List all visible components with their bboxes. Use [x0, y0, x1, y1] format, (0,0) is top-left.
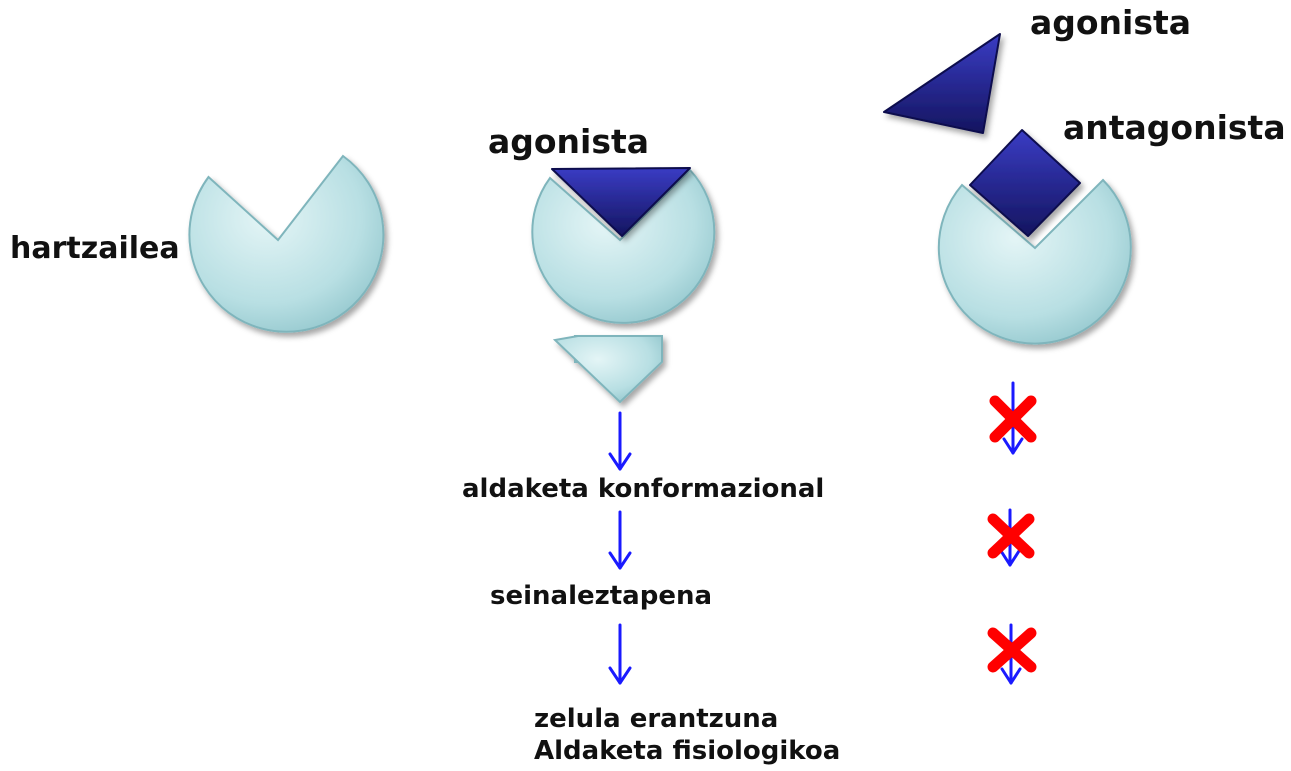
physiological-change-label: Aldaketa fisiologikoa — [534, 736, 840, 766]
down-arrow-icon — [610, 413, 630, 469]
agonist-ligand-free — [884, 34, 1000, 133]
cell-response-label: zelula erantzuna — [534, 704, 778, 734]
signaling-label: seinaleztapena — [490, 581, 712, 611]
agonist-free-label: agonista — [1030, 3, 1191, 42]
conformational-change-label: aldaketa konformazional — [462, 474, 824, 504]
blocked-arrow — [995, 383, 1031, 453]
down-arrow-icon — [610, 512, 630, 568]
antagonist-label: antagonista — [1063, 108, 1286, 147]
receptor-label: hartzailea — [10, 231, 180, 266]
blocked-arrow — [993, 510, 1029, 565]
receptor-free — [189, 156, 383, 332]
agonist-bound-label: agonista — [488, 122, 649, 161]
blocked-arrow — [993, 625, 1031, 683]
down-arrow-icon — [610, 625, 630, 683]
receptor-output-arrow — [555, 336, 662, 402]
